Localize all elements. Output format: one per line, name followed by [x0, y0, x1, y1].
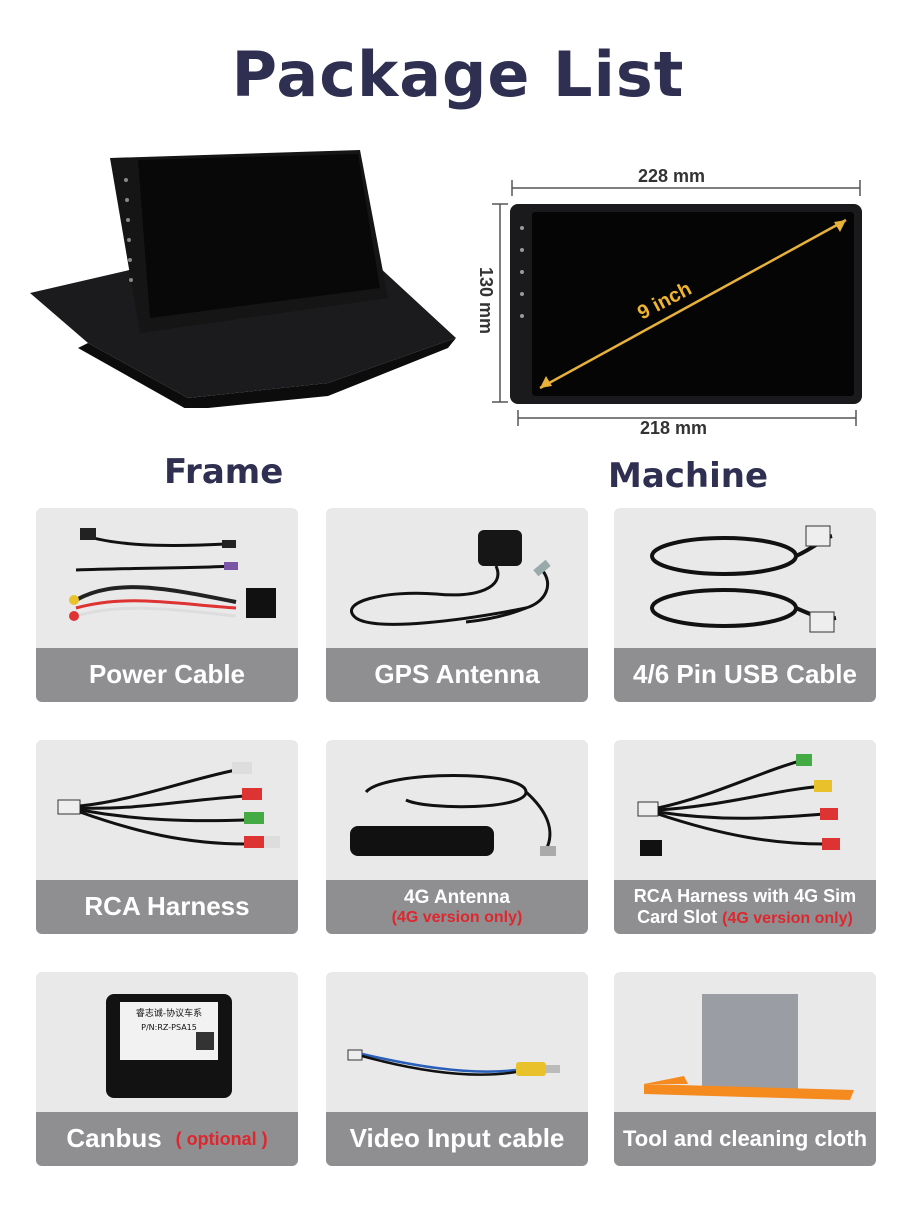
- rca-harness-4g-image: [637, 754, 840, 856]
- item-label-line2: Card Slot: [637, 906, 723, 927]
- height-dimension: 130 mm: [476, 266, 497, 335]
- item-label: Power Cable: [88, 659, 246, 690]
- power-cable-image: [69, 528, 276, 621]
- item-label: Video Input cable: [349, 1123, 565, 1154]
- 4g-antenna-image: [350, 774, 556, 856]
- item-label-line1: RCA Harness with 4G Sim: [633, 885, 857, 906]
- item-tool-cloth: Tool and cleaning cloth: [614, 972, 876, 1166]
- item-video-input-cable: Video Input cable: [326, 972, 588, 1166]
- canbus-label-line1: 睿志诚-协议车系: [136, 1007, 202, 1019]
- frame-image: [30, 150, 456, 408]
- usb-cable-image: [650, 525, 837, 633]
- item-label: 4/6 Pin USB Cable: [633, 659, 857, 690]
- frame-label: Frame: [164, 452, 284, 492]
- item-label: Tool and cleaning cloth: [622, 1126, 868, 1152]
- bottom-dimension: 218 mm: [640, 418, 708, 438]
- item-4g-antenna: 4G Antenna (4G version only): [326, 740, 588, 934]
- item-note: (4G version only): [391, 908, 523, 926]
- item-note: (4G version only): [722, 909, 853, 927]
- tool-cloth-image: [644, 994, 854, 1100]
- item-gps-antenna: GPS Antenna: [326, 508, 588, 702]
- item-rca-harness: RCA Harness: [36, 740, 298, 934]
- item-power-cable: Power Cable: [36, 508, 298, 702]
- item-canbus: 睿志诚-协议车系 P/N:RZ-PSA15 Canbus ( optional …: [36, 972, 298, 1166]
- item-note: ( optional ): [175, 1128, 268, 1149]
- item-rca-harness-4g: RCA Harness with 4G Sim Card Slot (4G ve…: [614, 740, 876, 934]
- page-title: Package List: [231, 38, 685, 111]
- item-label: GPS Antenna: [374, 659, 540, 690]
- item-label: 4G Antenna: [404, 886, 510, 908]
- item-usb-cable: 4/6 Pin USB Cable: [614, 508, 876, 702]
- gps-antenna-image: [350, 530, 551, 626]
- item-label: Canbus: [66, 1123, 162, 1154]
- item-label: RCA Harness: [84, 891, 250, 922]
- rca-harness-image: [57, 762, 280, 848]
- canbus-image: 睿志诚-协议车系 P/N:RZ-PSA15: [106, 994, 232, 1098]
- video-input-cable-image: [347, 1049, 560, 1076]
- canbus-label-line2: P/N:RZ-PSA15: [141, 1023, 197, 1032]
- machine-label: Machine: [608, 456, 769, 496]
- width-dimension: 228 mm: [638, 166, 706, 186]
- machine-image: [492, 180, 862, 426]
